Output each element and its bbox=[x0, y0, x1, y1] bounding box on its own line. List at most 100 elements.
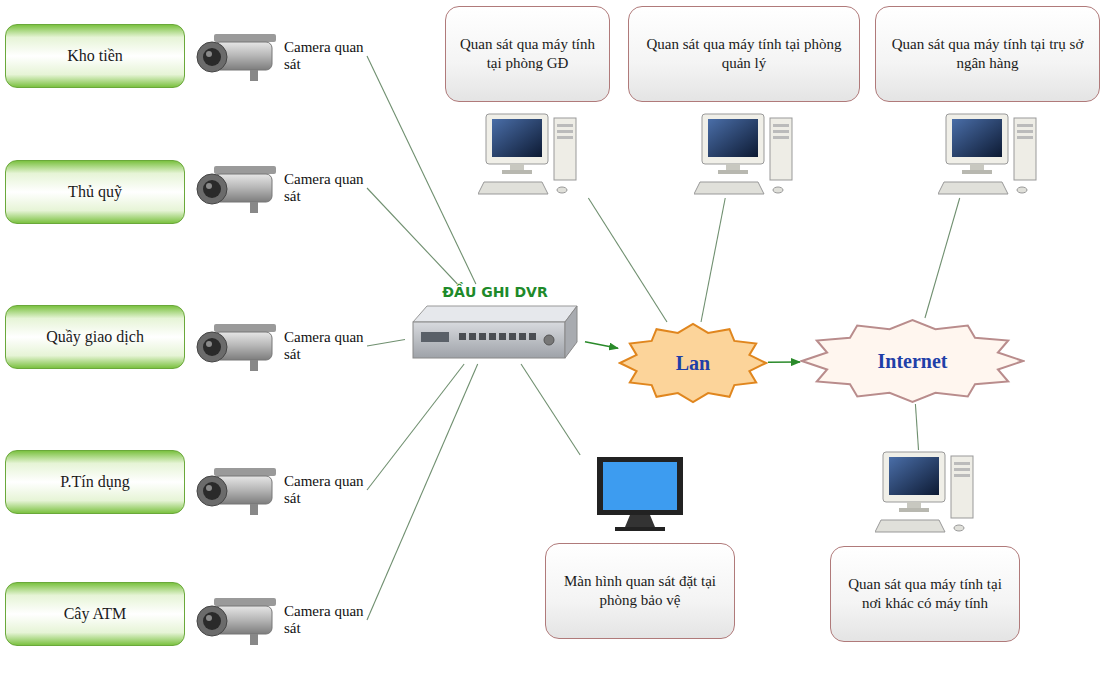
note-box: Quan sát qua máy tính tại phòng quản lý bbox=[628, 6, 860, 102]
computer-icon bbox=[694, 112, 794, 198]
camera-icon bbox=[192, 462, 278, 518]
camera-icon bbox=[192, 160, 278, 216]
tv-screen bbox=[603, 462, 677, 510]
network-label: Lan bbox=[676, 352, 710, 375]
drive-bay bbox=[954, 474, 970, 477]
monitor-stand bbox=[726, 164, 740, 170]
pc-tower bbox=[951, 456, 973, 518]
dvr-port bbox=[489, 333, 496, 340]
room-box: P.Tín dụng bbox=[5, 450, 185, 514]
camera-hood bbox=[214, 468, 276, 476]
camera-hood bbox=[214, 598, 276, 606]
network-star: Lan bbox=[618, 322, 768, 404]
computer-icon bbox=[938, 112, 1038, 198]
connector bbox=[367, 364, 478, 620]
mouse bbox=[1017, 187, 1027, 193]
dvr-recorder: ĐẦU GHI DVR bbox=[405, 284, 585, 364]
camera-lens-glint bbox=[206, 51, 212, 57]
computer-icon bbox=[875, 450, 975, 536]
viewer-node: Quan sát qua máy tính tại trụ sở ngân hà… bbox=[875, 6, 1100, 198]
monitor-base bbox=[502, 170, 532, 174]
viewer-node: Quan sát qua máy tính tại phòng GĐ bbox=[445, 6, 610, 198]
camera-label: Camera quan sát bbox=[284, 603, 364, 638]
dvr-side bbox=[565, 306, 577, 358]
monitor-stand bbox=[970, 164, 984, 170]
camera-icon bbox=[192, 28, 278, 84]
camera-label: Camera quan sát bbox=[284, 39, 364, 74]
camera-label: Camera quan sát bbox=[284, 329, 364, 364]
monitor-base bbox=[962, 170, 992, 174]
camera-hood bbox=[214, 324, 276, 332]
dvr-port bbox=[509, 333, 516, 340]
note-box: Màn hình quan sát đặt tại phòng bảo vệ bbox=[545, 543, 735, 639]
camera-lens bbox=[197, 606, 227, 636]
camera-lens-glint bbox=[206, 485, 212, 491]
monitor-screen bbox=[952, 119, 1002, 157]
tv-base bbox=[615, 527, 665, 531]
dvr-button bbox=[544, 335, 554, 345]
camera-icon bbox=[192, 592, 278, 648]
dvr-port bbox=[469, 333, 476, 340]
camera-node: Camera quan sát bbox=[192, 462, 367, 518]
drive-bay bbox=[557, 124, 573, 127]
tv-stand bbox=[625, 515, 655, 527]
camera-lens-glint bbox=[206, 615, 212, 621]
camera-lens-glass bbox=[203, 180, 221, 198]
camera-lens bbox=[197, 332, 227, 362]
monitor-stand bbox=[907, 502, 921, 508]
dvr-port bbox=[479, 333, 486, 340]
connector bbox=[367, 188, 457, 284]
camera-hood bbox=[214, 34, 276, 42]
mouse bbox=[773, 187, 783, 193]
drive-bay bbox=[557, 130, 573, 133]
keyboard bbox=[875, 520, 945, 532]
note-box: Quan sát qua máy tính tại trụ sở ngân hà… bbox=[875, 6, 1100, 102]
keyboard bbox=[478, 182, 548, 194]
note-box: Quan sát qua máy tính tại nơi khác có má… bbox=[830, 546, 1020, 642]
drive-bay bbox=[954, 468, 970, 471]
room-label: Cây ATM bbox=[64, 605, 127, 623]
keyboard bbox=[694, 182, 764, 194]
room-label: P.Tín dụng bbox=[60, 473, 129, 491]
drive-bay bbox=[773, 124, 789, 127]
camera-bracket bbox=[250, 202, 258, 213]
dvr-title: ĐẦU GHI DVR bbox=[442, 284, 547, 300]
keyboard bbox=[938, 182, 1008, 194]
dvr-port bbox=[519, 333, 526, 340]
room-box: Kho tiền bbox=[5, 24, 185, 88]
pc-tower bbox=[770, 118, 792, 180]
connector bbox=[915, 404, 918, 450]
mouse bbox=[954, 525, 964, 531]
dvr-front bbox=[413, 322, 565, 358]
monitor-frame bbox=[702, 114, 764, 164]
room-label: Quầy giao dịch bbox=[46, 328, 144, 346]
star-shape bbox=[802, 320, 1023, 402]
computer-icon bbox=[478, 112, 578, 198]
camera-node: Camera quan sát bbox=[192, 28, 367, 84]
camera-lens-glass bbox=[203, 338, 221, 356]
connector bbox=[367, 339, 405, 346]
monitor-base bbox=[718, 170, 748, 174]
monitor-icon bbox=[585, 455, 695, 533]
camera-lens bbox=[197, 476, 227, 506]
monitor-screen bbox=[492, 119, 542, 157]
drive-bay bbox=[1017, 136, 1033, 139]
viewer-label: Quan sát qua máy tính tại nơi khác có má… bbox=[843, 575, 1007, 614]
camera-label: Camera quan sát bbox=[284, 171, 364, 206]
connector bbox=[367, 364, 464, 490]
viewer-label: Quan sát qua máy tính tại trụ sở ngân hà… bbox=[888, 35, 1087, 74]
viewer-label: Màn hình quan sát đặt tại phòng bảo vệ bbox=[558, 572, 722, 611]
dvr-port bbox=[459, 333, 466, 340]
camera-icon bbox=[192, 318, 278, 374]
drive-bay bbox=[773, 136, 789, 139]
camera-node: Camera quan sát bbox=[192, 318, 367, 374]
camera-lens bbox=[197, 174, 227, 204]
camera-lens-glass bbox=[203, 48, 221, 66]
note-box: Quan sát qua máy tính tại phòng GĐ bbox=[445, 6, 610, 102]
connector bbox=[768, 361, 800, 363]
room-label: Thủ quỹ bbox=[68, 183, 122, 201]
connector bbox=[521, 364, 580, 455]
monitor-stand bbox=[510, 164, 524, 170]
connector bbox=[585, 342, 618, 349]
